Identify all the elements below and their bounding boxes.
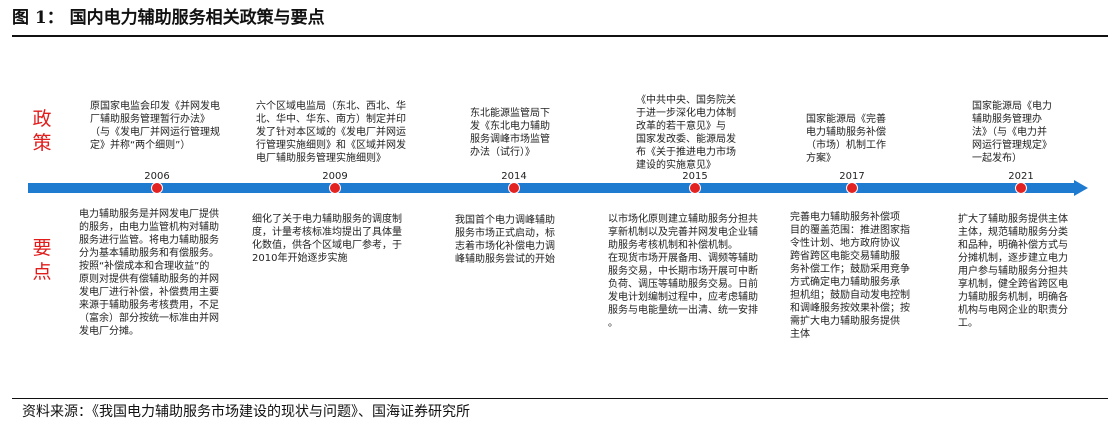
policy-text-2014: 东北能源监管局下 发《东北电力辅助 服务调峰市场监管 办法（试行）》 bbox=[470, 108, 550, 158]
source-note: 资料来源：《我国电力辅助服务市场建设的现状与问题》、国海证券研究所 bbox=[22, 404, 470, 420]
policy-text-2021: 国家能源局《电力 辅助服务管理办 法》（与《电力并 网运行管理规定》 一起发布） bbox=[972, 101, 1052, 164]
key-points-text-2015: 以市场化原则建立辅助服务分担共 享新机制以及完善并网发电企业辅 助服务考核机制和… bbox=[608, 214, 758, 329]
key-points-text-2009: 细化了关于电力辅助服务的调度制 度，计量考核标准均提出了具体量 化数值，供各个区… bbox=[252, 214, 402, 264]
timeline-year-2009: 2009 bbox=[322, 171, 348, 182]
timeline-year-2021: 2021 bbox=[1008, 171, 1034, 182]
title-rule bbox=[12, 35, 1108, 37]
policy-label-char: 政 bbox=[32, 108, 52, 130]
timeline-arrow bbox=[28, 180, 1088, 196]
timeline-milestone-dot bbox=[846, 182, 858, 194]
key-points-text-2006: 电力辅助服务是并网发电厂提供 的服务，由电力监管机构对辅助 服务进行监管。将电力… bbox=[79, 209, 219, 337]
timeline-milestone-dot bbox=[508, 182, 520, 194]
timeline-milestone-dot bbox=[689, 182, 701, 194]
policy-text-2006: 原国家电监会印发《并网发电 厂辅助服务管理暂行办法》 （与《发电厂并网运行管理规… bbox=[90, 101, 220, 151]
timeline-year-2014: 2014 bbox=[501, 171, 527, 182]
policy-row-label: 政 策 bbox=[30, 107, 54, 155]
policy-label-char: 策 bbox=[32, 132, 52, 154]
key-points-text-2014: 我国首个电力调峰辅助 服务市场正式启动，标 志着市场化补偿电力调 峰辅助服务尝试… bbox=[455, 215, 555, 265]
policy-text-2015: 《中共中央、国务院关 于进一步深化电力体制 改革的若干意见》与 国家发改委、能源… bbox=[636, 95, 736, 171]
key-points-label-char: 点 bbox=[32, 261, 52, 283]
source-rule bbox=[12, 398, 1108, 399]
timeline-milestone-dot bbox=[1015, 182, 1027, 194]
policy-text-2009: 六个区域电监局（东北、西北、华 北、华中、华东、南方）制定并印 发了针对本区域的… bbox=[256, 101, 406, 164]
timeline-milestone-dot bbox=[329, 182, 341, 194]
key-points-row-label: 要 点 bbox=[30, 236, 54, 284]
timeline-year-2015: 2015 bbox=[682, 171, 708, 182]
policy-text-2017: 国家能源局《完善 电力辅助服务补偿 （市场）机制工作 方案》 bbox=[806, 114, 886, 164]
timeline-milestone-dot bbox=[151, 182, 163, 194]
key-points-label-char: 要 bbox=[32, 237, 52, 259]
key-points-text-2017: 完善电力辅助服务补偿项 目的覆盖范围：推进图家指 令性计划、地方政府协议 跨省跨… bbox=[790, 212, 910, 340]
timeline-year-2017: 2017 bbox=[839, 171, 865, 182]
key-points-text-2021: 扩大了辅助服务提供主体 主体，规范辅助服务分类 和品种，明确补偿方式与 分摊机制… bbox=[958, 214, 1068, 329]
figure-title: 图 1： 国内电力辅助服务相关政策与要点 bbox=[12, 8, 325, 28]
timeline-year-2006: 2006 bbox=[144, 171, 170, 182]
